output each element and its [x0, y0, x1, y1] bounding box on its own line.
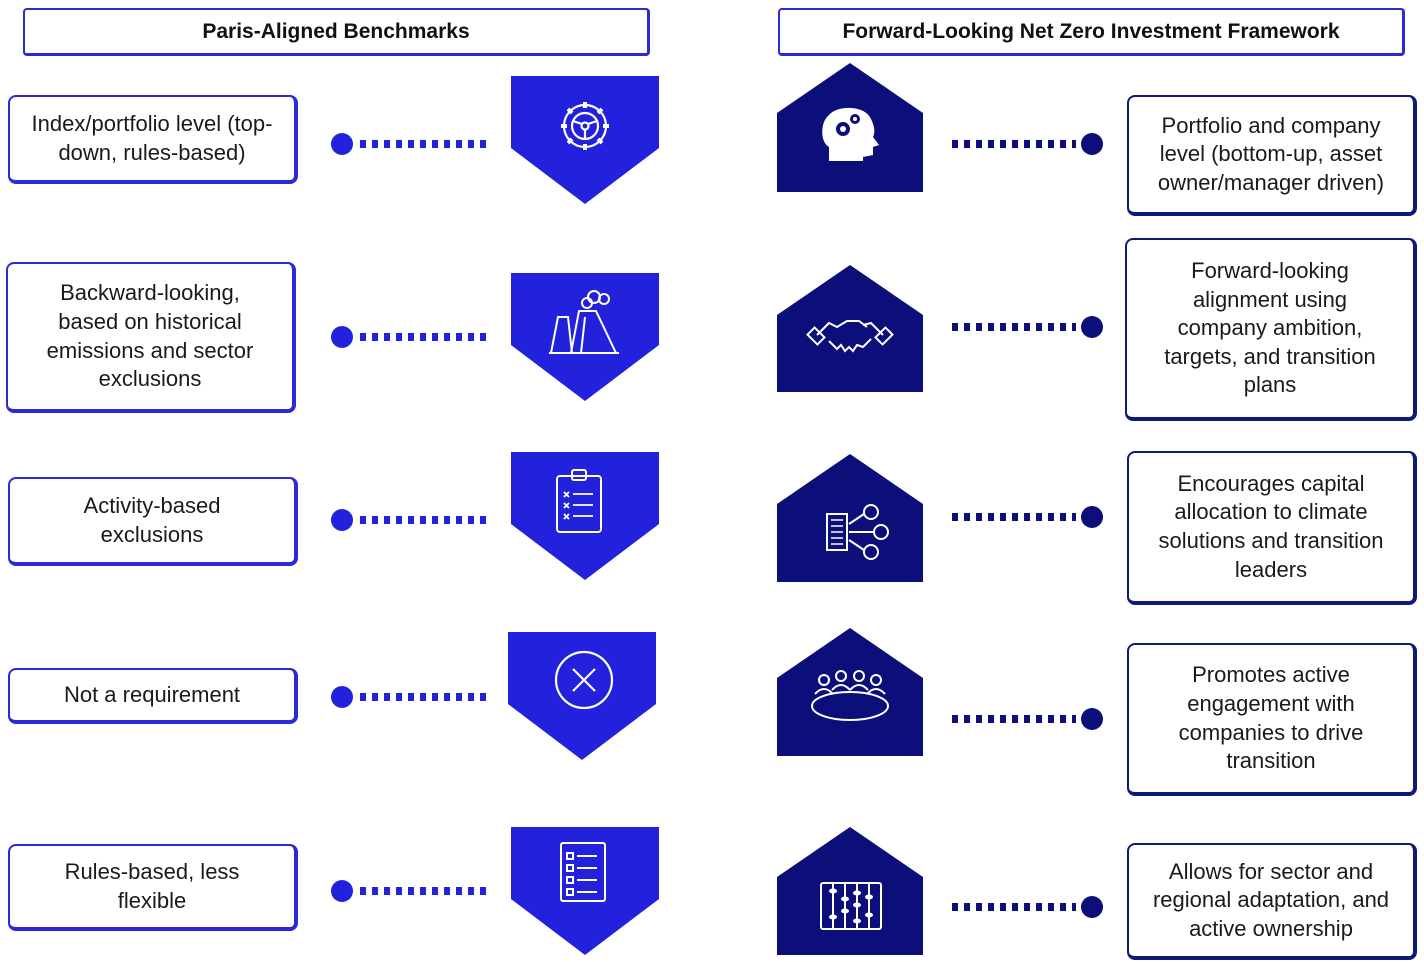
left-item-5: Rules-based, less flexible	[8, 844, 298, 931]
right-connector-3	[950, 505, 1105, 529]
left-item-4: Not a requirement	[8, 668, 298, 724]
clipboard-checklist-icon	[556, 469, 602, 533]
right-connector-2	[950, 315, 1105, 339]
left-connector-4	[330, 685, 490, 709]
left-chevron-4	[508, 632, 656, 760]
head-gears-icon	[822, 107, 879, 161]
left-connector-2	[330, 325, 490, 349]
left-chevron-5	[511, 827, 659, 955]
steering-gear-icon	[561, 102, 609, 150]
right-house-4	[777, 628, 923, 756]
left-item-3: Activity-based exclusions	[8, 477, 298, 566]
left-item-1: Index/portfolio level (top-down, rules-b…	[8, 95, 298, 184]
abacus-icon	[820, 882, 882, 930]
right-house-1	[777, 63, 923, 192]
left-chevron-3	[511, 452, 659, 580]
right-item-5: Allows for sector and regional adaptatio…	[1127, 843, 1417, 960]
right-item-1: Portfolio and company level (bottom-up, …	[1127, 95, 1417, 216]
right-item-4: Promotes active engagement with companie…	[1127, 643, 1417, 796]
left-chevron-2	[511, 273, 659, 401]
right-house-5	[777, 827, 923, 955]
left-header: Paris-Aligned Benchmarks	[23, 8, 650, 56]
left-connector-1	[330, 132, 490, 156]
left-item-2: Backward-looking, based on historical em…	[6, 262, 296, 413]
factory-emissions-icon	[549, 290, 619, 354]
right-house-3	[777, 454, 923, 582]
handshake-icon	[806, 320, 894, 353]
meeting-table-icon	[811, 670, 889, 721]
checklist-document-icon	[560, 842, 606, 902]
x-circle-icon	[554, 650, 614, 710]
left-chevron-1	[511, 76, 659, 204]
right-header: Forward-Looking Net Zero Investment Fram…	[778, 8, 1405, 56]
right-house-2	[777, 265, 923, 392]
building-people-icon	[826, 504, 889, 560]
right-connector-5	[950, 895, 1105, 919]
right-item-3: Encourages capital allocation to climate…	[1127, 451, 1417, 605]
left-connector-3	[330, 508, 490, 532]
left-connector-5	[330, 879, 490, 903]
right-connector-1	[950, 132, 1105, 156]
right-connector-4	[950, 707, 1105, 731]
right-item-2: Forward-looking alignment using company …	[1125, 238, 1417, 421]
